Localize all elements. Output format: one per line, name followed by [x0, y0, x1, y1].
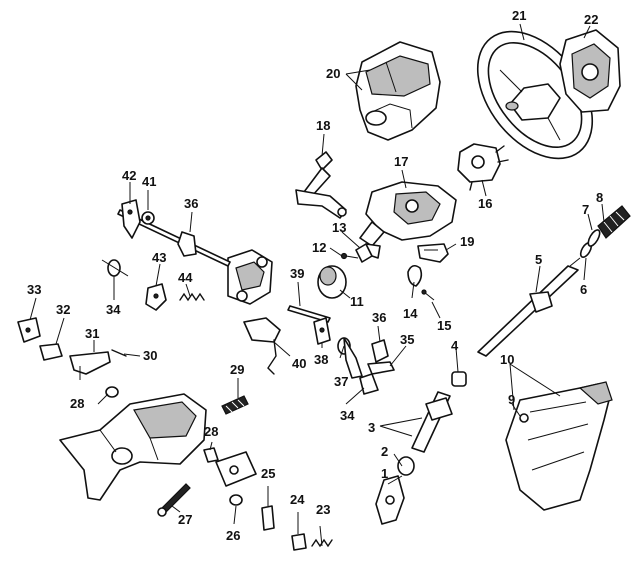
callout-31: 31: [85, 326, 99, 341]
pivot: [313, 317, 331, 345]
callout-21: 21: [512, 8, 526, 23]
callout-3: 3: [368, 420, 375, 435]
lower-joint-shaft: [375, 391, 453, 525]
callout-15: 15: [437, 318, 451, 333]
plate-33: [17, 317, 41, 343]
column-cover-shroud: [355, 41, 441, 141]
clip-ring: [407, 264, 423, 287]
callout-34a: 34: [106, 302, 121, 317]
callout-23: 23: [316, 502, 330, 517]
bolt-27: [157, 483, 191, 517]
callout-22: 22: [584, 12, 598, 27]
callout-10: 10: [500, 352, 514, 367]
washer-7: [587, 229, 601, 247]
column-support-bracket: [59, 393, 207, 501]
callout-32: 32: [56, 302, 70, 317]
callout-16: 16: [478, 196, 492, 211]
clamp-36a: [177, 231, 197, 257]
dust-boot-cover: [505, 381, 613, 511]
callout-40: 40: [292, 356, 306, 371]
lower-lever-37: [337, 337, 363, 379]
callout-39: 39: [290, 266, 304, 281]
mounting-plate: [215, 451, 257, 487]
callout-43: 43: [152, 250, 166, 265]
intermediate-shaft: [477, 257, 581, 357]
leader-lines: [29, 23, 605, 547]
bushing: [451, 371, 467, 387]
callout-20: 20: [326, 66, 340, 81]
ring-34a: [101, 259, 129, 277]
callout-29: 29: [230, 362, 244, 377]
callout-36b: 36: [372, 310, 386, 325]
callout-2: 2: [381, 444, 388, 459]
callout-18: 18: [316, 118, 330, 133]
callout-34b: 34: [340, 408, 355, 423]
callout-11: 11: [350, 294, 364, 309]
callout-1: 1: [381, 466, 388, 481]
callout-27: 27: [178, 512, 192, 527]
callout-42: 42: [122, 168, 136, 183]
callout-5: 5: [535, 252, 542, 267]
callout-7: 7: [582, 202, 589, 217]
boot-spring: [597, 205, 631, 239]
bracket-32: [39, 343, 63, 361]
callout-19: 19: [460, 234, 474, 249]
spring-44: [179, 292, 205, 302]
callout-17: 17: [394, 154, 408, 169]
lock-mechanism: [227, 249, 273, 305]
tilt-lever-bracket: [295, 151, 347, 219]
fitting-28b: [203, 447, 219, 463]
horn-pad: [559, 29, 621, 113]
callout-28a: 28: [70, 396, 84, 411]
callout-25: 25: [261, 466, 275, 481]
callout-12: 12: [312, 240, 326, 255]
clip-24: [291, 533, 307, 551]
screw-small: [340, 252, 359, 260]
washer-28a: [105, 386, 119, 398]
callout-33: 33: [27, 282, 41, 297]
harness-bracket: [243, 317, 281, 375]
callout-9: 9: [508, 392, 515, 407]
bracket-35: [367, 361, 395, 375]
callout-37: 37: [334, 374, 348, 389]
bushing-26: [229, 494, 243, 506]
callout-26: 26: [226, 528, 240, 543]
callout-41: 41: [142, 174, 156, 189]
linkage-31: [69, 351, 111, 380]
callout-24: 24: [290, 492, 305, 507]
lever-43: [145, 283, 167, 311]
callout-6: 6: [580, 282, 587, 297]
callout-44: 44: [178, 270, 193, 285]
callout-28b: 28: [204, 424, 218, 439]
callout-labels: 1 2 3 4 5 6 7 8 9 10 11 12 13 14 15 16 1…: [27, 8, 603, 543]
callout-13: 13: [332, 220, 346, 235]
switch-clip: [355, 243, 381, 263]
cap-knob: [317, 265, 347, 299]
column-housing: [359, 181, 457, 247]
pin: [421, 289, 435, 301]
plate-42: [121, 199, 141, 239]
callout-38: 38: [314, 352, 328, 367]
rod: [287, 305, 331, 323]
callout-35: 35: [400, 332, 414, 347]
spring-29: [221, 395, 249, 415]
callout-4: 4: [451, 338, 459, 353]
callout-30: 30: [143, 348, 157, 363]
cotter-pin-30: [111, 349, 127, 357]
nut-41: [141, 211, 155, 225]
bracket-34b: [359, 373, 379, 395]
bracket-36b: [371, 339, 389, 363]
ignition-switch: [457, 143, 509, 191]
callout-36a: 36: [184, 196, 198, 211]
callout-14: 14: [403, 306, 418, 321]
callout-8: 8: [596, 190, 603, 205]
bracket-25: [261, 505, 275, 531]
retainer-bracket: [417, 243, 449, 263]
